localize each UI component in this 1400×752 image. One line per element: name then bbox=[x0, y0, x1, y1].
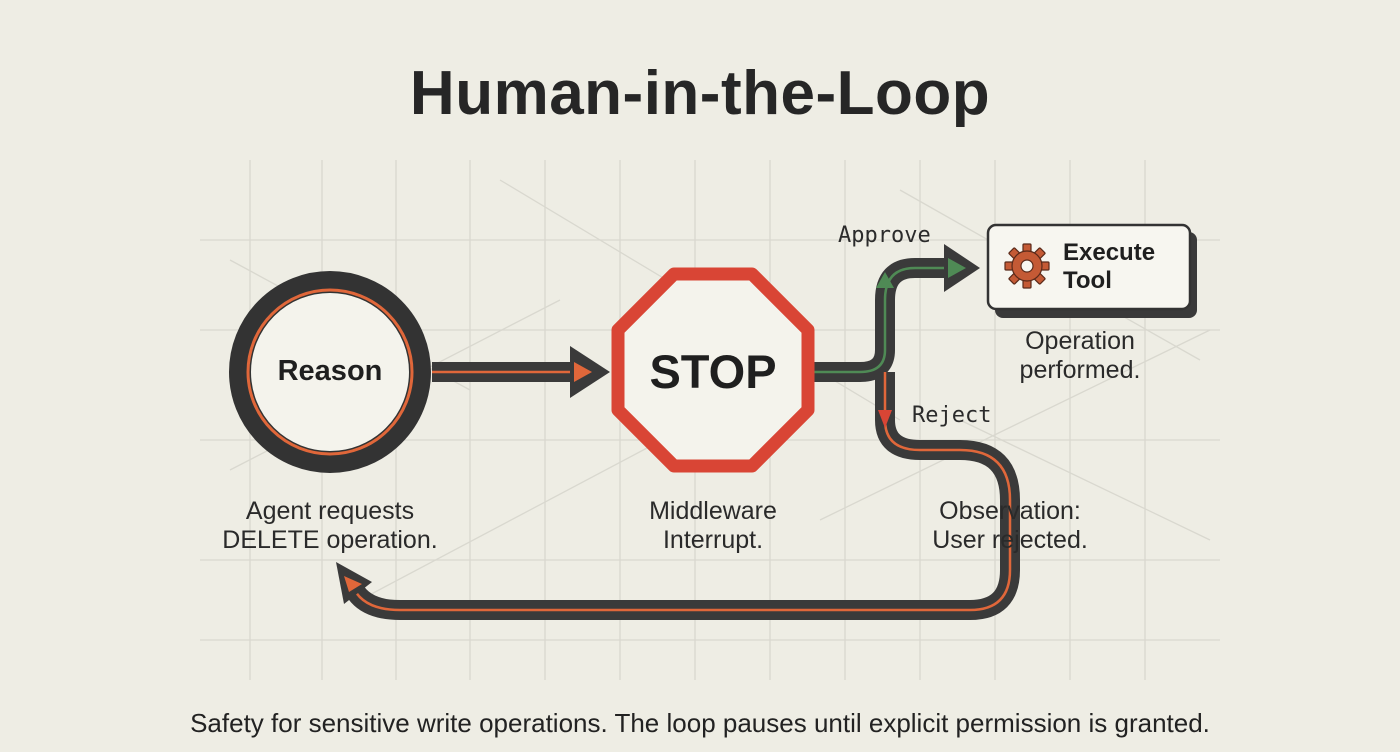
execute-tool-label-line1: Execute bbox=[1063, 239, 1156, 266]
reject-loop-path bbox=[336, 372, 1020, 620]
reason-label: Reason bbox=[277, 355, 383, 387]
stop-caption-line1: Middleware bbox=[649, 497, 777, 525]
stop-caption: Middleware Interrupt. bbox=[593, 497, 833, 555]
reject-caption-line2: User rejected. bbox=[932, 526, 1088, 554]
execute-tool-label-line2: Tool bbox=[1063, 267, 1112, 294]
reason-to-stop-arrow bbox=[432, 346, 610, 398]
stop-caption-line2: Interrupt. bbox=[662, 526, 764, 554]
execute-caption: Operation performed. bbox=[990, 327, 1170, 385]
stop-node bbox=[611, 267, 815, 473]
reject-arrowhead bbox=[878, 410, 892, 428]
reason-node bbox=[229, 271, 431, 473]
reject-label: Reject bbox=[912, 403, 992, 428]
reason-caption-line1: Agent requests bbox=[245, 497, 415, 525]
stop-label: STOP bbox=[649, 345, 777, 398]
execute-caption-line2: performed. bbox=[1019, 356, 1141, 384]
stop-branch-trunk bbox=[806, 244, 980, 382]
reject-caption: Observation: User rejected. bbox=[900, 497, 1120, 555]
gear-icon bbox=[1004, 243, 1050, 289]
page-title: Human-in-the-Loop bbox=[409, 59, 991, 128]
execute-caption-line1: Operation bbox=[1025, 327, 1135, 355]
footer-text: Safety for sensitive write operations. T… bbox=[190, 708, 1210, 738]
reject-caption-line1: Observation: bbox=[939, 497, 1081, 525]
approve-label: Approve bbox=[838, 223, 931, 248]
execute-tool-label: Execute Tool bbox=[1063, 239, 1183, 295]
reason-caption-line2: DELETE operation. bbox=[222, 526, 438, 554]
reason-caption: Agent requests DELETE operation. bbox=[190, 497, 470, 555]
